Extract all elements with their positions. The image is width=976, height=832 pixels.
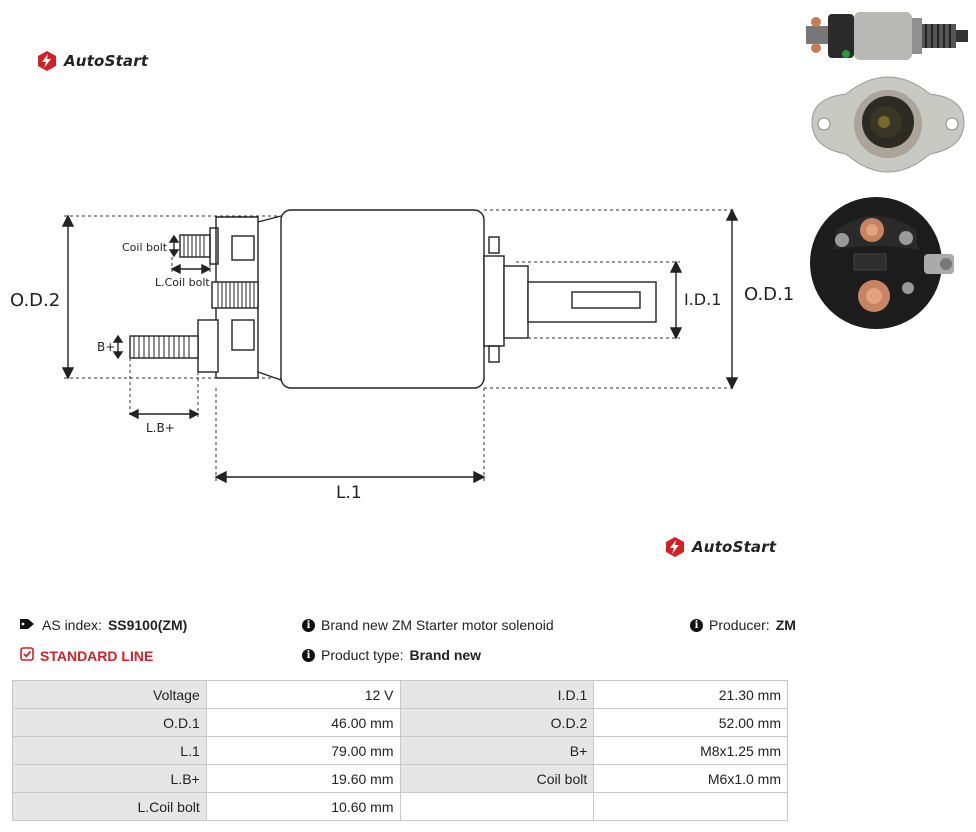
spec-key: B+ — [399, 736, 595, 765]
spec-value: 12 V — [205, 680, 401, 709]
solenoid-dimension-diagram: O.D.2 O.D.1 I.D.1 L.1 L.B+ B+ Coil bolt … — [10, 208, 794, 503]
info-icon: i — [302, 618, 315, 632]
tag-icon — [20, 617, 36, 633]
product-type-value: Brand new — [409, 647, 482, 663]
solenoid-side-photo — [806, 12, 968, 60]
spec-key: O.D.1 — [12, 708, 207, 737]
solenoid-terminals-photo — [810, 197, 954, 329]
autostart-logo-icon — [666, 537, 684, 557]
product-type-row: i Product type: Brand new — [302, 647, 481, 663]
label-od1: O.D.1 — [744, 284, 794, 305]
label-od2: O.D.2 — [10, 290, 60, 311]
product-line-label: STANDARD LINE — [40, 647, 154, 664]
brand-name: AutoStart — [64, 52, 149, 70]
spec-value: 19.60 mm — [205, 764, 401, 793]
spec-value: 10.60 mm — [205, 792, 401, 821]
spec-key: L.1 — [12, 736, 207, 765]
label-bplus: B+ — [97, 340, 115, 354]
checkbox-icon — [20, 647, 34, 664]
spec-key: L.B+ — [12, 764, 207, 793]
spec-key: I.D.1 — [399, 680, 595, 709]
producer-label: Producer: — [709, 617, 770, 633]
spec-value: 46.00 mm — [205, 708, 401, 737]
label-l-coil-bolt: L.Coil bolt — [155, 276, 210, 289]
as-index-value: SS9100(ZM) — [107, 617, 188, 633]
solenoid-flange-photo — [811, 76, 965, 173]
spec-value: M6x1.0 mm — [593, 764, 788, 793]
spec-key: L.Coil bolt — [12, 792, 207, 821]
spec-key: O.D.2 — [399, 708, 595, 737]
brand-logo[interactable]: AutoStart — [36, 50, 148, 72]
info-icon: i — [302, 648, 315, 662]
producer-value: ZM — [775, 617, 796, 633]
product-line-badge: STANDARD LINE — [20, 647, 153, 664]
spec-value: 52.00 mm — [593, 708, 788, 737]
info-icon: i — [690, 618, 703, 632]
spec-key-empty — [399, 792, 595, 821]
spec-value: 21.30 mm — [593, 680, 788, 709]
spec-value: 79.00 mm — [205, 736, 401, 765]
table-row: O.D.1 46.00 mm O.D.2 52.00 mm — [12, 708, 788, 737]
table-row: Voltage 12 V I.D.1 21.30 mm — [12, 680, 788, 709]
label-id1: I.D.1 — [684, 290, 721, 309]
as-index-row: AS index: SS9100(ZM) — [20, 617, 187, 633]
brand-logo-bottom: AutoStart — [664, 536, 776, 558]
spec-value-empty — [593, 792, 788, 821]
label-coil-bolt: Coil bolt — [122, 241, 168, 254]
as-index-label: AS index: — [42, 617, 102, 633]
table-row: L.1 79.00 mm B+ M8x1.25 mm — [12, 736, 788, 765]
specifications-table: Voltage 12 V I.D.1 21.30 mm O.D.1 46.00 … — [12, 680, 788, 821]
product-description: Brand new ZM Starter motor solenoid — [321, 617, 554, 633]
autostart-logo-icon — [38, 51, 56, 71]
description-row: i Brand new ZM Starter motor solenoid — [302, 617, 554, 633]
spec-value: M8x1.25 mm — [593, 736, 788, 765]
spec-key: Coil bolt — [399, 764, 595, 793]
product-type-label: Product type: — [321, 647, 404, 663]
label-lbplus: L.B+ — [146, 421, 175, 435]
spec-key: Voltage — [12, 680, 207, 709]
label-l1: L.1 — [336, 483, 362, 503]
brand-name: AutoStart — [692, 538, 777, 556]
table-row: L.B+ 19.60 mm Coil bolt M6x1.0 mm — [12, 764, 788, 793]
table-row: L.Coil bolt 10.60 mm — [12, 792, 788, 821]
producer-row: i Producer: ZM — [690, 617, 796, 633]
